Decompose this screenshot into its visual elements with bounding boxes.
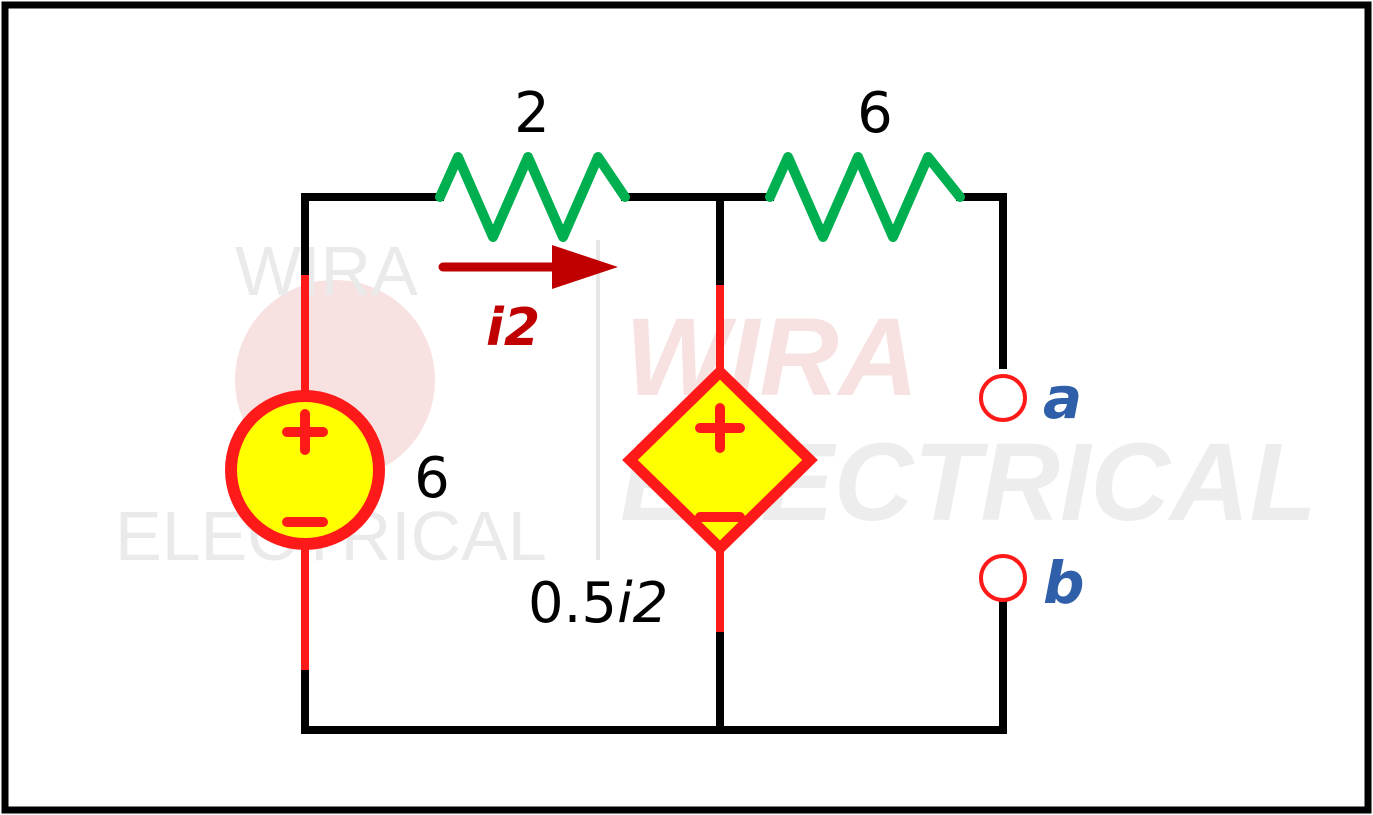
voltage-source-label: 6 <box>414 446 450 511</box>
watermark-right-top: WIRA <box>625 296 918 419</box>
terminal-a-label: a <box>1043 364 1082 432</box>
terminal-a <box>979 374 1027 422</box>
watermark-left-top: WIRA <box>235 232 418 310</box>
resistor-2-label: 2 <box>514 81 550 146</box>
wires <box>301 193 1007 734</box>
current-label-sub: 2 <box>504 298 540 358</box>
voltage-source-circle <box>225 390 385 550</box>
dep-label-var: i <box>617 571 633 636</box>
dependent-source <box>622 285 818 632</box>
current-label-var: i <box>486 298 505 358</box>
resistor-6-label: 6 <box>857 81 893 146</box>
dependent-source-diamond <box>622 364 818 556</box>
wire-bottom <box>301 598 1007 734</box>
current-arrow <box>438 245 618 289</box>
wire-right-to-a <box>956 193 1007 369</box>
wire-top-left <box>301 193 444 279</box>
dependent-source-label: 0.5i2 <box>528 571 668 636</box>
dep-label-sub: 2 <box>633 571 669 636</box>
current-label: i2 <box>486 298 540 358</box>
current-arrow-head <box>552 245 618 289</box>
terminal-b-label: b <box>1043 549 1085 617</box>
dep-label-prefix: 0.5 <box>528 571 617 636</box>
terminal-b <box>979 554 1027 602</box>
voltage-source <box>225 275 385 670</box>
resistor-6 <box>765 152 965 242</box>
resistor-2 <box>435 152 630 242</box>
